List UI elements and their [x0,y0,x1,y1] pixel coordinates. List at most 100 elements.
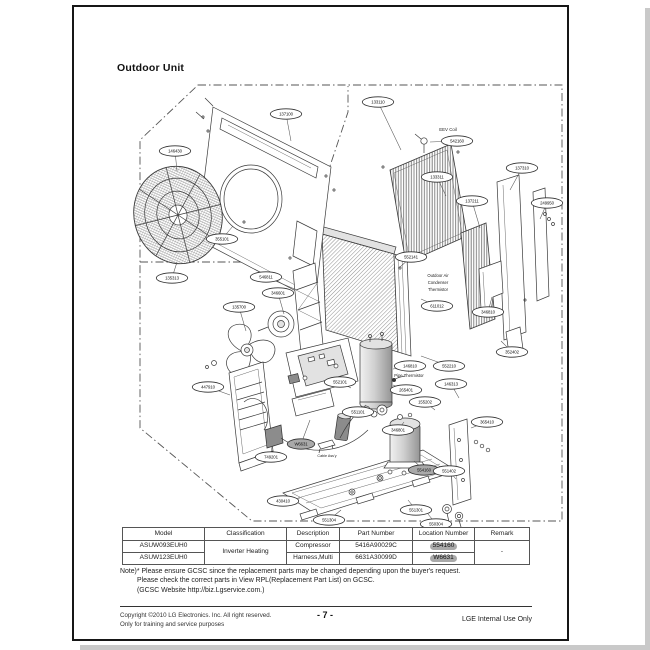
diagram-label: Thermistor [428,287,449,292]
part-callout-number: 137100 [279,112,293,117]
part-callout-number: 551301 [409,508,423,513]
part-callout-number: 552210 [442,364,456,369]
scan-edge-bottom [80,645,650,650]
part-callout-oval [495,346,529,358]
part-callout-number: W6631 [294,442,308,447]
part-callout-number: 551304 [322,518,336,523]
part-number-callouts: 1371001464303551011353131331105421601333… [155,96,564,530]
part-callout-oval [254,451,288,463]
part-callout-oval [261,287,295,299]
part-callout-number: 546811 [259,275,273,280]
part-callout-number: 552101 [333,380,347,385]
copyright-line-1: Copyright ©2010 LG Electronics. Inc. All… [120,612,272,619]
table-cell: ASUW123EUH0 [122,552,205,565]
copyright-line-2: Only for training and service purposes [120,620,225,628]
part-callout-number: 352402 [505,350,519,355]
part-callout-number: 146810 [403,364,417,369]
part-callout-oval [432,465,466,477]
fan-guard [133,165,223,265]
part-callout-number: 365410 [480,420,494,425]
part-callout-oval [394,251,428,263]
parts-table: Model Classification Description Part Nu… [122,527,530,565]
location-number: 554160 [429,542,458,550]
note-line-1: Note)* Please ensure GCSC since the repl… [120,568,461,575]
table-cell: Harness,Multi [286,552,340,565]
part-callout-number: 542160 [450,139,464,144]
part-callout-number: 346801 [391,428,405,433]
part-callout-number: 137310 [515,166,529,171]
location-number: W6631 [430,554,457,562]
col-header-model: Model [122,527,205,541]
part-callout-oval [266,495,300,507]
part-callout-oval [434,378,468,390]
fan-motor [257,310,295,338]
part-callout-number: 447910 [201,385,215,390]
diagram-label: Cable Ass'y [317,454,336,458]
capacitor [334,413,351,441]
page-number: - 7 - [316,610,333,620]
part-callout-oval [312,514,346,526]
part-callout-number: 137211 [465,199,479,204]
table-cell: 5416A90029C [339,540,413,553]
part-callout-number: 550304 [429,522,443,527]
internal-use-label: LGE Internal Use Only [461,616,532,623]
section-title: Outdoor Unit [117,62,185,74]
part-callout-number: 551101 [351,410,365,415]
service-valves [442,504,464,528]
part-callout-number: 346810 [481,310,495,315]
footer-copyright: Copyright ©2010 LG Electronics. Inc. All… [120,612,271,630]
col-header-remark: Remark [474,527,530,541]
table-cell: Inverter Heating [204,540,287,565]
table-cell: ASUW093EUH0 [122,540,205,553]
diagram-label: EEV Coil [439,127,457,132]
part-callout-oval [471,306,505,318]
part-callout-number: 135313 [165,276,179,281]
part-callout-oval [222,301,256,313]
part-callout-oval [420,171,454,183]
diagram-label: Condenser [428,280,449,285]
cable-assy-part [317,439,336,454]
propeller-fan [226,323,276,376]
scan-edge-right [645,8,650,650]
table-cell: 6631A30099D [339,552,413,565]
part-callout-oval [432,360,466,372]
part-callout-number: 265401 [399,388,413,393]
part-callout-oval [408,396,442,408]
part-callout-oval [205,233,239,245]
screw-cluster [473,212,555,453]
part-callout-oval [381,424,415,436]
col-header-location-number: Location Number [412,527,475,541]
part-callout-oval [269,108,303,120]
col-header-part-number: Part Number [339,527,413,541]
note-text: Note)* Please ensure GCSC since the repl… [120,567,544,595]
part-callout-number: 749201 [264,455,278,460]
leader-line [377,101,402,151]
part-callout-oval [155,272,189,284]
part-callout-oval [399,504,433,516]
part-callout-oval [158,145,192,157]
front-panel [195,97,332,302]
part-callout-oval [440,135,474,147]
part-callout-number: 135700 [232,305,246,310]
note-line-2: Please check the correct parts in View R… [137,577,375,585]
table-header-row: Model Classification Description Part Nu… [122,527,530,541]
part-callout-oval [389,384,423,396]
part-callout-oval [191,381,225,393]
footer-divider [120,606,532,607]
part-callout-oval [341,406,375,418]
part-callout-oval [470,416,504,428]
part-callout-number: 346601 [271,291,285,296]
part-callout-oval [249,271,283,283]
part-callout-number: 430410 [276,499,290,504]
table-cell: Compressor [286,540,340,553]
diagram-label: Outdoor Air [427,273,449,278]
table-cell: 554160 [412,540,475,553]
part-callout-number: 249950 [540,201,554,206]
part-callout-oval [505,162,539,174]
part-callout-oval [286,438,316,450]
eev-coil-part [414,133,428,153]
